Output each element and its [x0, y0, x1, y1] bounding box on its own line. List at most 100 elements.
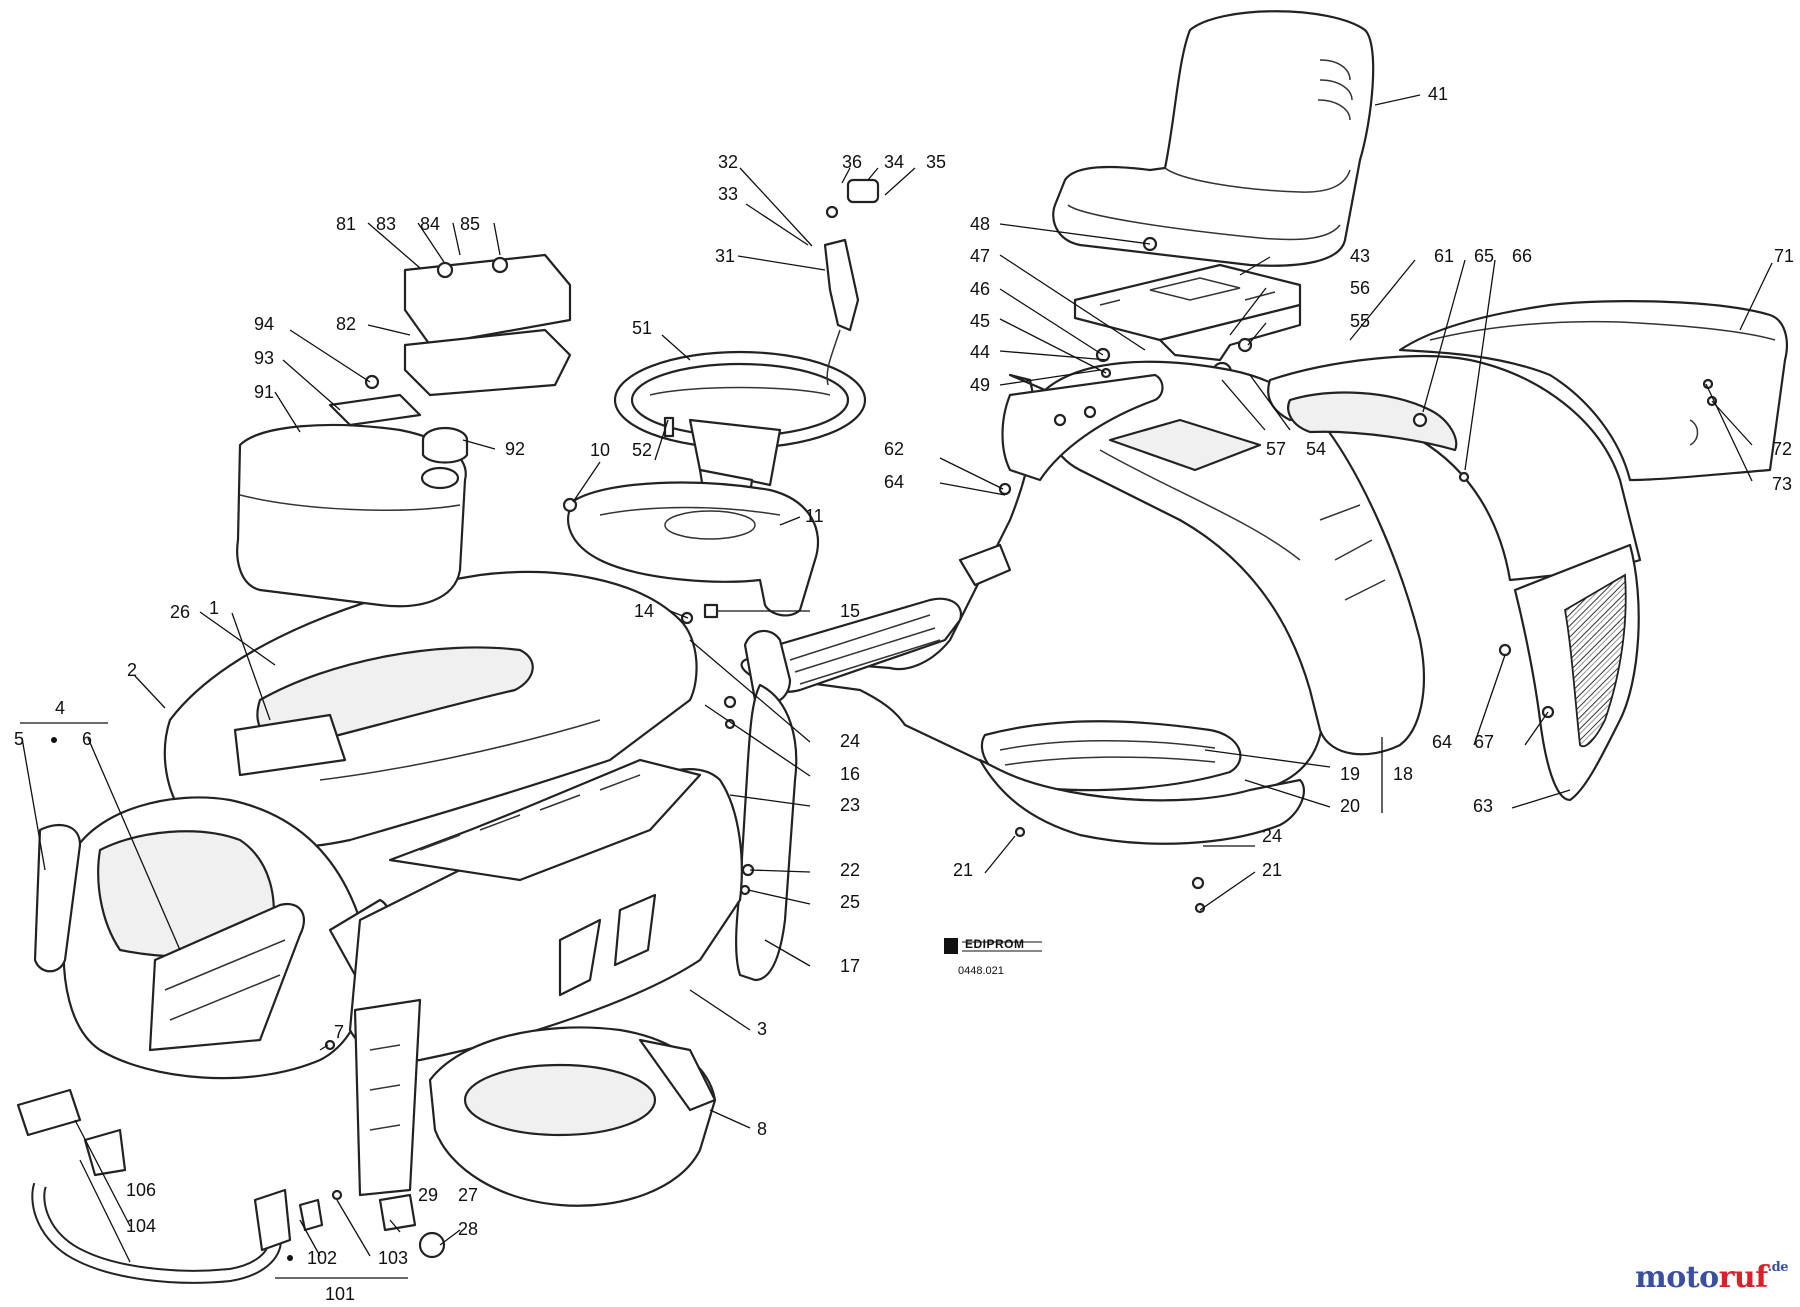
callout-104: 104	[126, 1216, 156, 1236]
steering-column	[823, 178, 880, 386]
group-dot	[51, 737, 57, 743]
side-panel	[353, 998, 422, 1197]
callout-101: 101	[325, 1284, 355, 1304]
callout-7: 7	[334, 1022, 344, 1042]
callout-64-right: 64	[1432, 732, 1452, 752]
callout-102: 102	[307, 1248, 337, 1268]
svg-text:EDIPROM: EDIPROM	[965, 937, 1025, 951]
callout-46: 46	[970, 279, 990, 299]
callout-48: 48	[970, 214, 990, 234]
seat	[1052, 10, 1375, 267]
callout-45: 45	[970, 311, 990, 331]
callout-28: 28	[458, 1219, 478, 1239]
engine-shroud	[348, 758, 743, 1063]
callout-63: 63	[1473, 796, 1493, 816]
callout-67: 67	[1474, 732, 1494, 752]
callout-8: 8	[757, 1119, 767, 1139]
callout-24-right: 24	[1262, 826, 1282, 846]
callout-81: 81	[336, 214, 356, 234]
callout-73: 73	[1772, 474, 1792, 494]
rear-body	[740, 360, 1426, 845]
callout-57: 57	[1266, 439, 1286, 459]
callout-16: 16	[840, 764, 860, 784]
callout-92: 92	[505, 439, 525, 459]
callout-labels: 1 2 3 4 5 6 7 8 10 11 14 15 16 17 18 19 …	[14, 84, 1794, 1304]
hardware	[324, 236, 1718, 1051]
callout-3: 3	[757, 1019, 767, 1039]
callout-1: 1	[209, 598, 219, 618]
leader-lines	[20, 94, 1773, 1279]
callout-83: 83	[376, 214, 396, 234]
callout-11: 11	[805, 506, 824, 526]
callout-2: 2	[127, 660, 137, 680]
callout-93: 93	[254, 348, 274, 368]
callout-27: 27	[458, 1185, 478, 1205]
left-fender-side	[1001, 373, 1164, 482]
callout-21-right: 21	[1262, 860, 1282, 880]
callout-22: 22	[840, 860, 860, 880]
callout-56: 56	[1350, 278, 1370, 298]
svg-text:0448.021: 0448.021	[958, 965, 1004, 977]
callout-72: 72	[1772, 439, 1792, 459]
seat-bracket	[1073, 263, 1302, 383]
callout-24-left: 24	[840, 731, 860, 751]
callout-85: 85	[460, 214, 480, 234]
callout-49: 49	[970, 375, 990, 395]
under-pan	[428, 1026, 717, 1207]
callout-61: 61	[1434, 246, 1454, 266]
callout-25: 25	[840, 892, 860, 912]
callout-23: 23	[840, 795, 860, 815]
callout-21-left: 21	[953, 860, 973, 880]
rear-fender	[1267, 354, 1642, 582]
callout-71: 71	[1774, 246, 1794, 266]
callout-17: 17	[840, 956, 860, 976]
callout-84: 84	[420, 214, 440, 234]
ediprom-logo: EDIPROM 0448.021	[944, 937, 1042, 977]
callout-34: 34	[884, 152, 904, 172]
foot-pan	[743, 543, 1012, 706]
callout-14: 14	[634, 601, 654, 621]
battery-strap	[328, 374, 422, 427]
fuel-tank	[236, 423, 469, 608]
callout-18: 18	[1393, 764, 1413, 784]
callout-66: 66	[1512, 246, 1532, 266]
callout-6: 6	[82, 729, 92, 749]
callout-55: 55	[1350, 311, 1370, 331]
callout-4: 4	[55, 698, 65, 718]
callout-33: 33	[718, 184, 738, 204]
callout-26: 26	[170, 602, 190, 622]
front-bumper	[16, 1088, 446, 1284]
callout-62: 62	[884, 439, 904, 459]
callout-52: 52	[632, 440, 652, 460]
side-grille	[1513, 543, 1640, 802]
motoruf-watermark: motoruf.de	[1634, 1260, 1789, 1295]
callout-20: 20	[1340, 796, 1360, 816]
dash-panel	[567, 481, 820, 617]
group-dot	[287, 1255, 293, 1261]
callout-32: 32	[718, 152, 738, 172]
callout-19: 19	[1340, 764, 1360, 784]
callout-35: 35	[926, 152, 946, 172]
battery-box	[403, 253, 572, 397]
callout-82: 82	[336, 314, 356, 334]
callout-36: 36	[842, 152, 862, 172]
callout-91: 91	[254, 382, 274, 402]
callout-15: 15	[840, 601, 860, 621]
callout-47: 47	[970, 246, 990, 266]
callout-103: 103	[378, 1248, 408, 1268]
callout-31: 31	[715, 246, 735, 266]
callout-29: 29	[418, 1185, 438, 1205]
callout-5: 5	[14, 729, 24, 749]
callout-64-left: 64	[884, 472, 904, 492]
callout-10: 10	[590, 440, 610, 460]
callout-44: 44	[970, 342, 990, 362]
callout-51: 51	[632, 318, 652, 338]
callout-43: 43	[1350, 246, 1370, 266]
callout-106: 106	[126, 1180, 156, 1200]
side-strip	[735, 683, 798, 982]
callout-65: 65	[1474, 246, 1494, 266]
callout-94: 94	[254, 314, 274, 334]
callout-54: 54	[1306, 439, 1326, 459]
